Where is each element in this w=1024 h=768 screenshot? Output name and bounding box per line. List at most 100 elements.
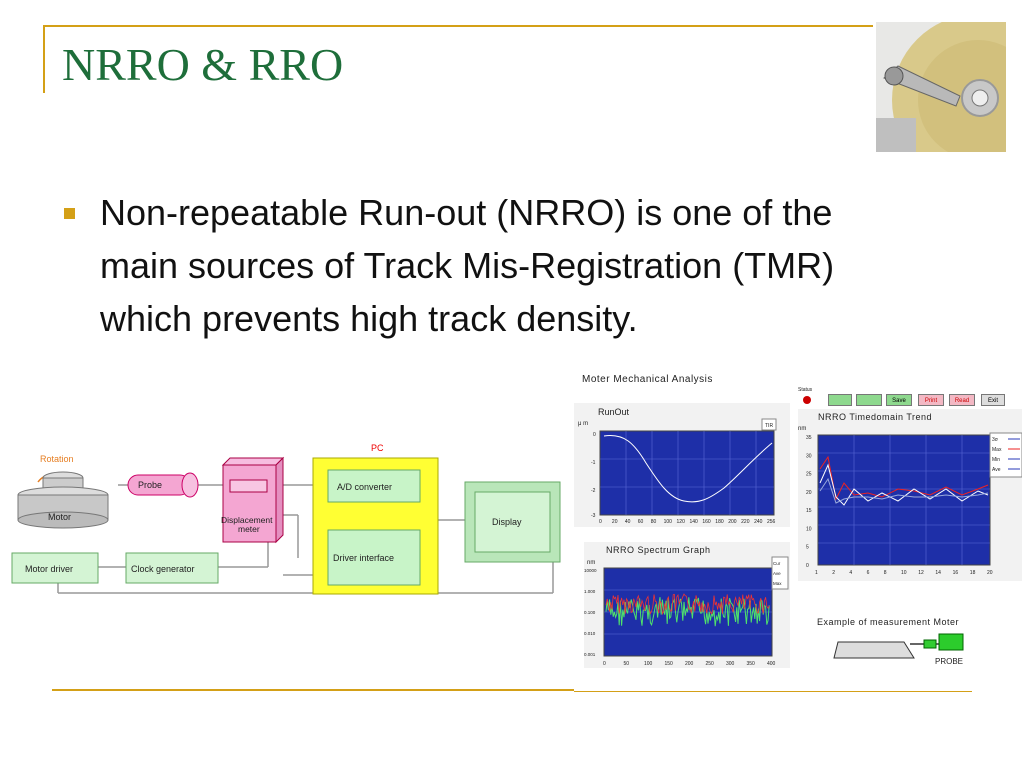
trend-legend-label: Ave: [992, 467, 1001, 473]
trend-ytick: 15: [806, 508, 812, 514]
runout-legend-box: [761, 418, 777, 431]
trend-xtick: 10: [901, 570, 907, 576]
spectrum-legend: [771, 556, 789, 590]
spectrum-title: NRRO Spectrum Graph: [606, 545, 711, 555]
spectrum-xtick: 100: [644, 661, 653, 667]
spectrum-ytick: 0.001: [584, 652, 596, 657]
trend-xtick: 20: [987, 570, 993, 576]
trend-legend-label: Min: [992, 457, 1000, 463]
trend-legend-label: Max: [992, 447, 1002, 453]
measurement-block-diagram: Rotation Motor Probe Displacement meter …: [11, 443, 561, 595]
measurement-example: Example of measurement Moter PROBE: [817, 617, 964, 666]
runout-xtick: 0: [599, 519, 602, 525]
motor-shape: [833, 641, 915, 659]
spectrum-max-line: [605, 593, 770, 616]
display-label: Display: [492, 517, 522, 527]
runout-xtick: 40: [625, 519, 631, 525]
runout-xtick: 160: [702, 519, 711, 525]
runout-ytick: -2: [591, 488, 596, 494]
driver-interface-label: Driver interface: [333, 553, 394, 563]
runout-xtick: 200: [728, 519, 737, 525]
motor-label: Motor: [48, 512, 71, 522]
runout-xtick: 220: [741, 519, 750, 525]
save-button[interactable]: Save: [886, 394, 912, 406]
toolbar-button-1[interactable]: [828, 394, 852, 406]
trend-xtick: 18: [970, 570, 976, 576]
spectrum-xtick: 350: [747, 661, 756, 667]
runout-curve: [603, 434, 773, 503]
spectrum-xtick: 400: [767, 661, 776, 667]
probe-label: Probe: [138, 480, 162, 490]
spectrum-xtick: 0: [603, 661, 606, 667]
trend-legend: [989, 432, 1022, 478]
hard-disk-photo: [876, 22, 1006, 152]
spectrum-ytick: 0.010: [584, 631, 596, 636]
toolbar-button-2[interactable]: [856, 394, 882, 406]
title-side-rule: [43, 25, 45, 93]
spectrum-legend-label: Ave: [773, 571, 781, 576]
spectrum-xtick: 300: [726, 661, 735, 667]
bullet-text: Non-repeatable Run-out (NRRO) is one of …: [100, 192, 835, 339]
status-label: Status: [798, 387, 813, 393]
status-led-icon: [803, 396, 811, 404]
spectrum-ytick: 0.100: [584, 610, 596, 615]
trend-xtick: 2: [832, 570, 835, 576]
motor-driver-label: Motor driver: [25, 564, 73, 574]
runout-xtick: 60: [638, 519, 644, 525]
trend-ytick: 5: [806, 545, 809, 551]
trend-xtick: 6: [867, 570, 870, 576]
runout-ytick: -3: [591, 513, 596, 519]
trend-ytick: 35: [806, 435, 812, 441]
clock-generator-label: Clock generator: [131, 564, 195, 574]
ad-converter-label: A/D converter: [337, 482, 392, 492]
title-rule: [43, 25, 873, 27]
trend-ave-line: [819, 477, 989, 504]
meter-label: meter: [238, 524, 260, 534]
runout-ytick: 0: [593, 432, 596, 438]
trend-xtick: 16: [953, 570, 959, 576]
spectrum-ytick: 1.000: [584, 589, 596, 594]
trend-ytick: 25: [806, 472, 812, 478]
trend-ytick: 10: [806, 526, 812, 532]
trend-xtick: 14: [935, 570, 941, 576]
trend-3sigma-line: [819, 455, 989, 501]
exit-button[interactable]: Exit: [981, 394, 1005, 406]
trend-graph: NRRO Timedomain Trend nm 3σ Max Min Ave …: [798, 409, 1022, 581]
spectrum-xtick: 200: [685, 661, 694, 667]
spectrum-xtick: 250: [706, 661, 715, 667]
read-button[interactable]: Read: [949, 394, 975, 406]
runout-xtick: 140: [689, 519, 698, 525]
trend-unit: nm: [798, 426, 806, 432]
displacement-label: Displacement: [221, 515, 273, 525]
trend-xtick: 12: [918, 570, 924, 576]
slide-title: NRRO & RRO: [62, 39, 344, 90]
spectrum-xtick: 150: [665, 661, 674, 667]
probe-block: [938, 633, 964, 651]
footer-rule-thin: [574, 691, 972, 692]
runout-xtick: 120: [677, 519, 686, 525]
bullet-marker: [64, 208, 75, 219]
rotation-label: Rotation: [40, 454, 74, 464]
spectrum-current-line: [605, 597, 770, 627]
footer-rule: [52, 689, 574, 691]
runout-xtick: 100: [664, 519, 673, 525]
runout-unit: μ m: [578, 421, 588, 427]
trend-ytick: 30: [806, 453, 812, 459]
trend-title: NRRO Timedomain Trend: [818, 412, 932, 422]
trend-xtick: 1: [815, 570, 818, 576]
print-button[interactable]: Print: [918, 394, 944, 406]
runout-legend-label: TIR: [765, 423, 773, 429]
spectrum-unit: nm: [587, 560, 595, 566]
spectrum-legend-label: Max: [773, 581, 782, 586]
runout-xtick: 256: [767, 519, 776, 525]
runout-title: RunOut: [598, 407, 630, 417]
example-title: Example of measurement Moter: [817, 617, 959, 627]
trend-xtick: 4: [849, 570, 852, 576]
spectrum-ytick: 10000: [584, 568, 597, 573]
trend-ytick: 0: [806, 563, 809, 569]
runout-xtick: 80: [651, 519, 657, 525]
pc-label: PC: [371, 443, 384, 453]
runout-xtick: 240: [754, 519, 763, 525]
spectrum-xtick: 50: [624, 661, 630, 667]
